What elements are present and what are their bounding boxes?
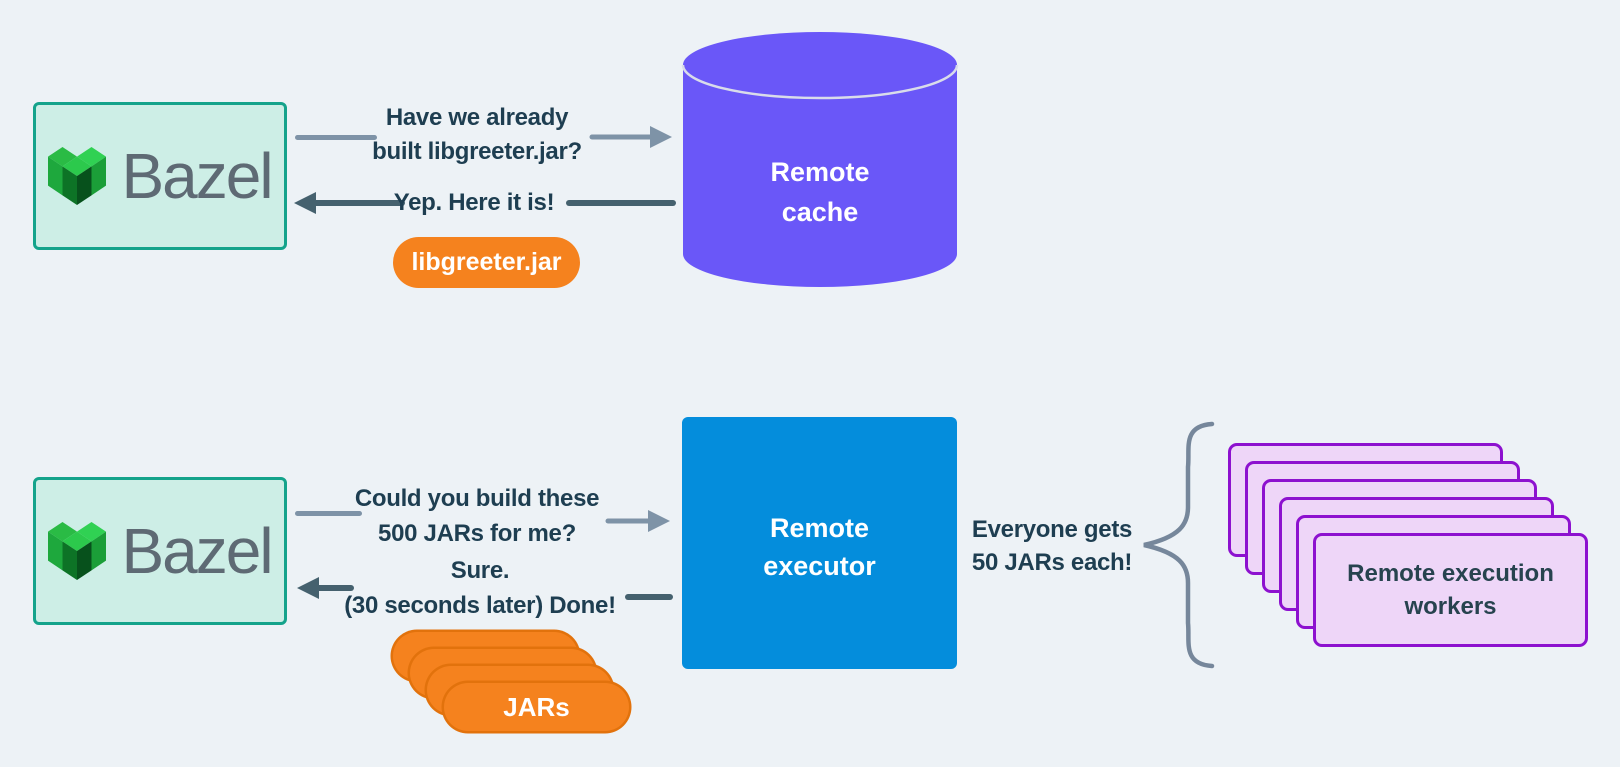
jars-pill-label: JARs <box>503 691 570 722</box>
cache-reply-text: Yep. Here it is! <box>393 189 555 216</box>
remote-cache-node <box>681 32 959 287</box>
executor-reply-line-segment <box>625 594 673 600</box>
cache-request-line2: built libgreeter.jar? <box>372 138 582 165</box>
distribution-line1: Everyone gets <box>971 516 1133 543</box>
executor-request-line2: 500 JARs for me? <box>378 520 576 547</box>
workers-label-line2: workers <box>1404 593 1497 620</box>
workers-label-line1: Remote execution <box>1347 560 1554 587</box>
bazel-label: Bazel <box>121 140 273 212</box>
executor-request-line-segment <box>295 511 362 516</box>
worker-card <box>1313 533 1588 647</box>
executor-reply-line2: (30 seconds later) Done! <box>344 592 616 619</box>
remote-executor-label-line1: Remote <box>769 513 870 543</box>
bazel-logo-icon <box>48 522 107 580</box>
cache-request-line1: Have we already <box>385 104 569 131</box>
cache-reply-line-segment <box>566 200 676 206</box>
remote-cache-label: Remote cache <box>681 152 959 232</box>
bazel-logo-icon <box>48 147 107 205</box>
cache-request-text: Have we already built libgreeter.jar? <box>352 101 602 169</box>
remote-executor-node: Remote executor <box>682 417 957 669</box>
artifact-pill: libgreeter.jar <box>393 237 580 288</box>
executor-reply-text: Sure. (30 seconds later) Done! <box>330 553 630 623</box>
jar-pill <box>444 683 629 731</box>
executor-request-line1: Could you build these <box>354 485 600 512</box>
executor-reply-arrow-icon <box>297 577 354 599</box>
workers-label: Remote execution workers <box>1313 533 1588 647</box>
executor-reply-line1: Sure. <box>450 557 510 584</box>
executor-request-arrow-icon <box>605 510 670 532</box>
curly-brace-icon <box>1143 421 1215 669</box>
remote-cache-label-line1: Remote <box>770 157 870 187</box>
remote-cache-label-line2: cache <box>781 197 859 227</box>
distribution-text: Everyone gets 50 JARs each! <box>952 513 1152 579</box>
executor-request-text: Could you build these 500 JARs for me? <box>352 481 602 551</box>
cache-reply-arrow-icon <box>294 192 405 214</box>
cache-request-line-segment <box>295 135 377 140</box>
bazel-node-top: Bazel <box>33 102 287 250</box>
artifact-pill-label: libgreeter.jar <box>411 248 562 276</box>
remote-executor-label-line2: executor <box>763 551 876 581</box>
bazel-label: Bazel <box>121 515 273 587</box>
distribution-line2: 50 JARs each! <box>971 549 1133 576</box>
bazel-node-bottom: Bazel <box>33 477 287 625</box>
cache-request-arrow-icon <box>589 126 672 148</box>
